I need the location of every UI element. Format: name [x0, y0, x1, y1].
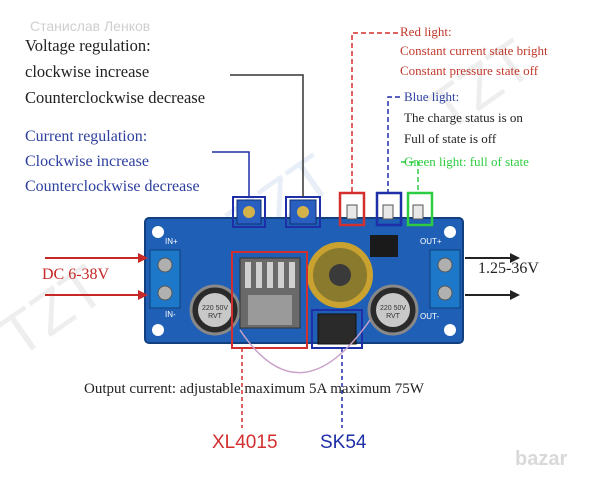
current-leader — [212, 151, 250, 197]
current-counterclockwise: Counterclockwise decrease — [25, 178, 200, 195]
decor-arc — [239, 319, 371, 374]
inductor-core — [329, 264, 351, 286]
voltage-clockwise: clockwise increase — [25, 62, 150, 81]
capacitor-left-top — [198, 293, 232, 327]
red-led-box — [338, 191, 366, 227]
terminal-screw — [437, 285, 453, 301]
in-plus-mark: IN+ — [165, 237, 178, 246]
blue-led — [382, 204, 394, 220]
output-arrows — [465, 253, 520, 300]
voltage-counterclockwise: Counterclockwise decrease — [25, 88, 206, 107]
mount-hole — [152, 226, 164, 238]
out-minus-mark: OUT- — [420, 312, 440, 321]
brand-watermark: bazar — [515, 448, 568, 470]
pcb-board — [144, 217, 464, 344]
red-led — [346, 204, 358, 220]
author-watermark: Станислав Ленков — [30, 18, 151, 34]
blue-light-line1: The charge status is on — [404, 110, 523, 125]
in-minus-mark: IN- — [165, 310, 176, 319]
xl4015-heatsink — [248, 295, 292, 325]
xl4015-box — [231, 251, 308, 349]
red-leader — [351, 32, 398, 193]
voltage-leader — [230, 74, 304, 197]
red-light-line1: Constant current state bright — [400, 43, 548, 58]
mount-hole — [444, 324, 456, 336]
output-voltage-label: 1.25-36V — [478, 260, 539, 277]
green-led — [412, 204, 424, 220]
green-light-text: Green light: full of state — [404, 154, 529, 169]
sk54-label: SK54 — [320, 432, 367, 453]
blue-leader — [387, 96, 400, 193]
current-clockwise: Clockwise increase — [25, 153, 149, 170]
blue-light-line2: Full of state is off — [404, 131, 497, 146]
xl4015-pins — [245, 262, 295, 288]
voltage-regulation-title: Voltage regulation: — [25, 36, 151, 55]
current-regulation-title: Current regulation: — [25, 128, 148, 145]
out-plus-mark: OUT+ — [420, 237, 442, 246]
cap-right-mark: 220 50V RVT — [379, 305, 407, 320]
current-pot-screw — [243, 206, 255, 218]
voltage-pot-screw — [297, 206, 309, 218]
input-voltage-label: DC 6-38V — [42, 266, 110, 283]
green-led-box — [406, 191, 434, 227]
control-ic — [370, 235, 398, 257]
terminal-screw — [437, 257, 453, 273]
cap-left-mark: 220 50V RVT — [201, 305, 229, 320]
red-light-line2: Constant pressure state off — [400, 63, 539, 78]
green-leader — [401, 161, 419, 193]
mount-hole — [444, 226, 456, 238]
xl4015-label: XL4015 — [212, 432, 278, 453]
sk54-diode — [317, 313, 357, 345]
terminal-screw — [157, 285, 173, 301]
terminal-screw — [157, 257, 173, 273]
blue-led-box — [375, 191, 403, 227]
output-current-text: Output current: adjustable maximum 5A ma… — [84, 381, 424, 397]
red-light-title: Red light: — [400, 24, 452, 39]
capacitor-right-top — [376, 293, 410, 327]
mount-hole — [152, 324, 164, 336]
blue-light-title: Blue light: — [404, 89, 460, 104]
sk54-box — [311, 309, 363, 349]
input-arrows — [45, 253, 148, 300]
